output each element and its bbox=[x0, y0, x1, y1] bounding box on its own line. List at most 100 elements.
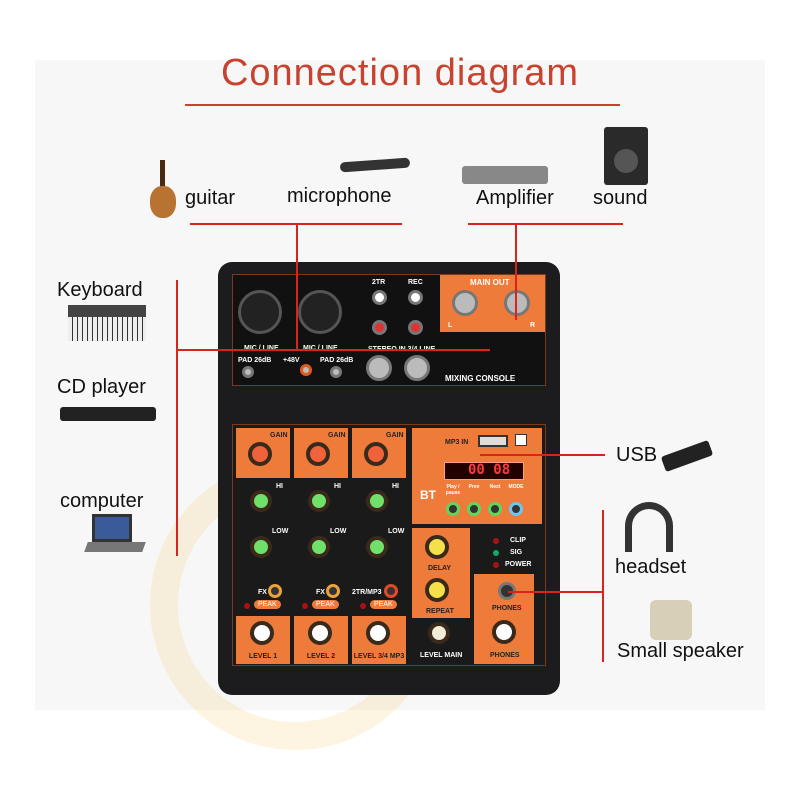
mp3-button-4[interactable] bbox=[509, 502, 523, 516]
peak-label: PEAK bbox=[370, 600, 397, 609]
send-label: FX bbox=[316, 589, 325, 596]
line-main-out-drop bbox=[515, 224, 517, 320]
stereo-in-3-jack[interactable] bbox=[366, 355, 392, 381]
peak-led bbox=[302, 603, 308, 609]
label-cd-player: CD player bbox=[57, 376, 146, 398]
speaker-image bbox=[604, 127, 648, 185]
line-right-outputs bbox=[602, 510, 604, 662]
phantom-label: +48V bbox=[283, 357, 300, 364]
peak-led bbox=[360, 603, 366, 609]
rec-r-rca[interactable] bbox=[408, 320, 423, 335]
phones-jack-label: PHONES bbox=[492, 605, 522, 612]
channel-2-gain-knob[interactable] bbox=[306, 442, 330, 466]
rec-l-rca[interactable] bbox=[408, 290, 423, 305]
line-mic-drop bbox=[296, 224, 298, 350]
phones-knob-label: PHONES bbox=[490, 652, 520, 659]
main-out-l-jack[interactable] bbox=[452, 290, 478, 316]
level-main-knob[interactable] bbox=[428, 622, 450, 644]
level-label: LEVEL 3/4 MP3 bbox=[353, 653, 405, 660]
channel-1-hi-knob[interactable] bbox=[250, 490, 272, 512]
line-top-outputs bbox=[468, 223, 623, 225]
channel-1-gain-knob[interactable] bbox=[248, 442, 272, 466]
sig-led-label: SIG bbox=[510, 549, 523, 556]
label-keyboard: Keyboard bbox=[57, 279, 143, 301]
usb-port[interactable] bbox=[478, 435, 508, 447]
clip-led-label: CLIP bbox=[510, 537, 526, 544]
mp3-button-label: Next bbox=[489, 484, 501, 490]
power-led-label: POWER bbox=[505, 561, 532, 568]
channel-3-low-knob[interactable] bbox=[366, 536, 388, 558]
laptop-image bbox=[92, 514, 132, 542]
channel-2-hi-knob[interactable] bbox=[308, 490, 330, 512]
channel-1-send-jack[interactable] bbox=[268, 584, 282, 598]
label-headset: headset bbox=[615, 556, 687, 578]
display-time: 00 08 bbox=[468, 462, 511, 478]
low-label: LOW bbox=[330, 528, 347, 535]
channel-1-level-knob[interactable] bbox=[250, 621, 274, 645]
mp3-button-2[interactable] bbox=[467, 502, 481, 516]
mp3-button-3[interactable] bbox=[488, 502, 502, 516]
channel-3-level-knob[interactable] bbox=[366, 621, 390, 645]
mp3-button-label: Prev bbox=[468, 484, 480, 490]
mp3-button-label: Play / pause bbox=[445, 484, 461, 496]
title-underline bbox=[185, 104, 620, 106]
status-led bbox=[493, 550, 499, 556]
pc-icon bbox=[515, 434, 527, 446]
mic1-label: MIC / LINE bbox=[244, 345, 279, 352]
level-label: LEVEL 1 bbox=[248, 653, 278, 660]
channel-3-gain-knob[interactable] bbox=[364, 442, 388, 466]
delay-label: DELAY bbox=[428, 565, 452, 572]
pad2-button[interactable] bbox=[330, 366, 342, 378]
main-out-r-jack[interactable] bbox=[504, 290, 530, 316]
2tr-l-rca[interactable] bbox=[372, 290, 387, 305]
2tr-r-rca[interactable] bbox=[372, 320, 387, 335]
label-small-speaker: Small speaker bbox=[617, 640, 744, 662]
guitar-image bbox=[148, 160, 180, 220]
hi-label: HI bbox=[392, 483, 399, 490]
pad1-button[interactable] bbox=[242, 366, 254, 378]
repeat-label: REPEAT bbox=[426, 608, 454, 615]
gain-label: GAIN bbox=[270, 432, 288, 439]
keyboard-image bbox=[68, 305, 146, 341]
channel-1-low-knob[interactable] bbox=[250, 536, 272, 558]
mp3-button-label: MODE bbox=[508, 484, 524, 490]
peak-led bbox=[244, 603, 250, 609]
level-main-label: LEVEL MAIN bbox=[420, 652, 463, 659]
mp3-button-1[interactable] bbox=[446, 502, 460, 516]
mic1-xlr-jack[interactable] bbox=[238, 290, 282, 334]
line-usb bbox=[480, 454, 605, 456]
main-out-right-label: R bbox=[530, 322, 536, 329]
channel-3-hi-knob[interactable] bbox=[366, 490, 388, 512]
main-out-label: MAIN OUT bbox=[470, 278, 510, 287]
phantom-button[interactable] bbox=[300, 364, 312, 376]
label-amplifier: Amplifier bbox=[476, 187, 554, 209]
phones-knob[interactable] bbox=[492, 620, 516, 644]
cd-player-image bbox=[60, 407, 156, 421]
status-led bbox=[493, 538, 499, 544]
stereo-in-4-jack[interactable] bbox=[404, 355, 430, 381]
channel-2-send-jack[interactable] bbox=[326, 584, 340, 598]
rec-label: REC bbox=[408, 279, 423, 286]
headset-image bbox=[625, 502, 673, 552]
send-label: FX bbox=[258, 589, 267, 596]
amplifier-image bbox=[462, 166, 548, 184]
bt-label: BT bbox=[420, 488, 436, 502]
low-label: LOW bbox=[272, 528, 289, 535]
peak-label: PEAK bbox=[312, 600, 339, 609]
label-sound: sound bbox=[593, 187, 648, 209]
2tr-label: 2TR bbox=[372, 279, 386, 286]
mic2-xlr-jack[interactable] bbox=[298, 290, 342, 334]
line-phones bbox=[508, 591, 603, 593]
channel-2-low-knob[interactable] bbox=[308, 536, 330, 558]
gain-label: GAIN bbox=[386, 432, 404, 439]
mp3-in-badge: MP3 IN bbox=[445, 439, 469, 446]
laptop-base bbox=[84, 542, 146, 552]
channel-3-send-jack[interactable] bbox=[384, 584, 398, 598]
gain-label: GAIN bbox=[328, 432, 346, 439]
mixing-console-label: MIXING CONSOLE bbox=[445, 374, 516, 383]
label-guitar: guitar bbox=[185, 187, 236, 209]
channel-2-level-knob[interactable] bbox=[308, 621, 332, 645]
delay-knob[interactable] bbox=[425, 535, 449, 559]
repeat-knob[interactable] bbox=[425, 578, 449, 602]
line-left-inputs bbox=[176, 280, 178, 556]
